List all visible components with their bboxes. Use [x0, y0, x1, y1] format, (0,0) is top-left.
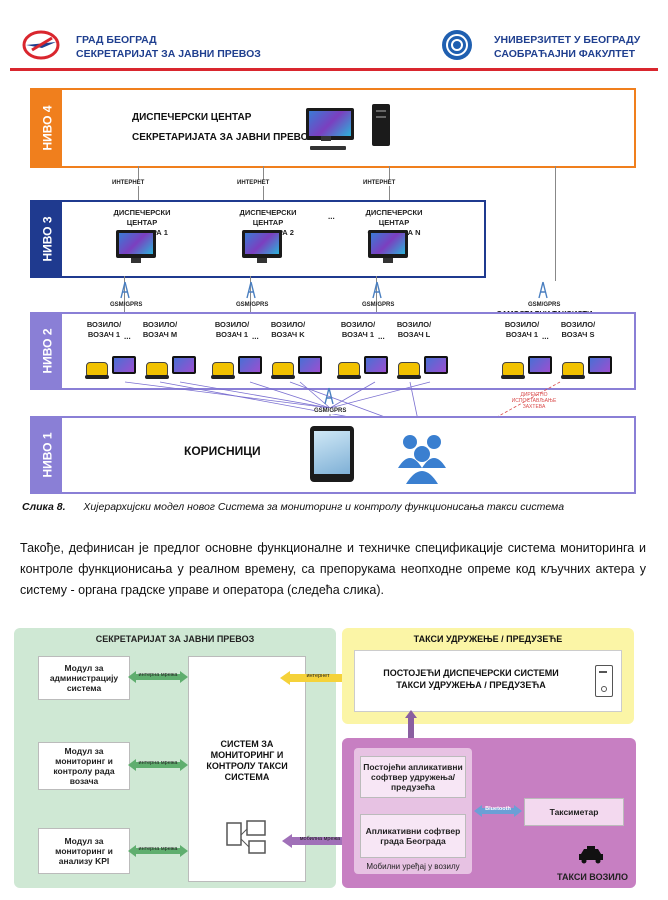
taxi-car-icon: [397, 362, 421, 379]
secretariat-block: СЕКРЕТАРИЈАТ ЗА ЈАВНИ ПРЕВОЗ Модул за ад…: [14, 628, 336, 888]
drivers-ellipsis: ...: [252, 332, 259, 341]
local-net-label-2: интерна мрежа: [138, 760, 178, 766]
existing-dispatch-systems: ПОСТОЈЕЋИ ДИСПЕЧЕРСКИ СИСТЕМИ ТАКСИ УДРУ…: [383, 668, 559, 690]
level-1-tab: НИВО 1: [40, 432, 54, 478]
vehicle-driver-label: ВОЗИЛО/ ВОЗАЧ 1: [214, 320, 250, 339]
city-logo: [22, 30, 60, 60]
operator-n-monitor-icon: [368, 230, 408, 263]
module-kpi: Модул за мониторинг и анализу KPI: [38, 828, 130, 874]
gsm-tower-icon: [324, 387, 334, 405]
level-4: НИВО 4 ДИСПЕЧЕРСКИ ЦЕНТАР СЕКРЕТАРИЈАТА …: [30, 88, 636, 168]
vehicle-driver-label: ВОЗИЛО/ ВОЗАЧ S: [560, 320, 596, 339]
gsm-tower-icon: [372, 281, 382, 299]
vehicle-driver-label: ВОЗИЛО/ ВОЗАЧ L: [396, 320, 432, 339]
vehicle-driver-label: ВОЗИЛО/ ВОЗАЧ 1: [504, 320, 540, 339]
internet-arrow-label: интернет: [306, 673, 330, 679]
module-driver-monitoring: Модул за мониторинг и контролу рада воза…: [38, 742, 130, 790]
vehicle-driver-label: ВОЗИЛО/ ВОЗАЧ 1: [86, 320, 122, 339]
gsm-tower-icon: [246, 281, 256, 299]
vehicle-driver-label: ВОЗИЛО/ ВОЗАЧ M: [142, 320, 178, 339]
caption-label: Слика 8.: [22, 501, 66, 513]
drivers-ellipsis: ...: [378, 332, 385, 341]
header-faculty: САОБРАЋАЈНИ ФАКУЛТЕТ: [494, 48, 636, 60]
taxi-car-icon: [578, 846, 604, 864]
level-4-title1: ДИСПЕЧЕРСКИ ЦЕНТАР: [132, 112, 252, 123]
network-pc-icon: [225, 817, 269, 861]
internet-label-3: ИНТЕРНЕТ: [363, 180, 396, 186]
gsm-label-4: GSM/GPRS: [528, 302, 561, 308]
tablet-icon: [112, 356, 136, 374]
secretariat-monitor-icon: [306, 108, 354, 141]
central-system: СИСТЕМ ЗА МОНИТОРИНГ И КОНТРОЛУ ТАКСИ СИ…: [206, 739, 288, 782]
internet-label-1: ИНТЕРНЕТ: [112, 180, 145, 186]
vehicle-driver-label: ВОЗИЛО/ ВОЗАЧ 1: [340, 320, 376, 339]
direct-request-label: ДИРЕКТНО ИСПОСТАВЉАЊЕ ЗАХТЕВА: [511, 392, 557, 410]
level-4-title2: СЕКРЕТАРИЈАТА ЗА ЈАВНИ ПРЕВОЗ: [132, 132, 315, 143]
tablet-icon: [172, 356, 196, 374]
taxi-car-icon: [501, 362, 525, 379]
level-3-tab: НИВО 3: [40, 216, 54, 262]
tablet-icon: [588, 356, 612, 374]
operator-1-title1: ДИСПЕЧЕРСКИ ЦЕНТАР: [113, 208, 171, 227]
gsm-tower-icon: [538, 281, 548, 299]
secretariat-title: СЕКРЕТАРИЈАТ ЗА ЈАВНИ ПРЕВОЗ: [95, 634, 255, 644]
header-secretariat: СЕКРЕТАРИЈАТ ЗА ЈАВНИ ПРЕВОЗ: [76, 48, 261, 60]
keyboard-icon: [310, 146, 346, 150]
internet-label-2: ИНТЕРНЕТ: [237, 180, 270, 186]
gsm-label-3: GSM/GPRS: [362, 302, 395, 308]
level-2-tab: НИВО 2: [40, 328, 54, 374]
taxi-car-icon: [271, 362, 295, 379]
local-net-label-3: интерна мрежа: [138, 846, 178, 852]
module-admin: Модул за администрацију система: [38, 656, 130, 700]
header-university: УНИВЕРЗИТЕТ У БЕОГРАДУ: [494, 34, 641, 46]
taxi-association-block: ТАКСИ УДРУЖЕЊЕ / ПРЕДУЗЕЋЕ ПОСТОЈЕЋИ ДИС…: [342, 628, 634, 724]
header-divider: [10, 68, 658, 71]
gsm-label-1: GSM/GPRS: [110, 302, 143, 308]
tablet-icon: [528, 356, 552, 374]
gsm-label-2: GSM/GPRS: [236, 302, 269, 308]
header-city: ГРАД БЕОГРАД: [76, 34, 157, 46]
bluetooth-label: Bluetooth: [485, 806, 511, 812]
drivers-ellipsis: ...: [542, 332, 549, 341]
server-icon: [595, 665, 613, 697]
level-3: НИВО 3 ДИСПЕЧЕРСКИ ЦЕНТАР ОПЕРАТОРА 1 ДИ…: [30, 200, 486, 278]
operators-ellipsis: ...: [328, 212, 335, 221]
city-app-software: Апликативни софтвер града Београда: [360, 814, 466, 858]
existing-app-software: Постојећи апликативни софтвер удружења/п…: [360, 756, 466, 798]
vehicle-driver-label: ВОЗИЛО/ ВОЗАЧ K: [270, 320, 306, 339]
operator-2-title1: ДИСПЕЧЕРСКИ ЦЕНТАР: [239, 208, 297, 227]
taximeter-box: Таксиметар: [524, 798, 624, 826]
taxi-car-icon: [337, 362, 361, 379]
taxi-vehicle-title: ТАКСИ ВОЗИЛО: [557, 872, 628, 882]
taxi-car-icon: [85, 362, 109, 379]
body-paragraph: Такође, дефинисан је предлог основне фун…: [20, 541, 646, 597]
drivers-ellipsis: ...: [124, 332, 131, 341]
users-tablet-icon: [310, 426, 354, 482]
tablet-icon: [424, 356, 448, 374]
tablet-icon: [238, 356, 262, 374]
operator-n-title1: ДИСПЕЧЕРСКИ ЦЕНТАР: [365, 208, 423, 227]
faculty-logo: [440, 28, 474, 62]
taxi-vehicle-block: Постојећи апликативни софтвер удружења/п…: [342, 738, 636, 888]
people-icon: [392, 428, 456, 484]
taxi-association-title: ТАКСИ УДРУЖЕЊЕ / ПРЕДУЗЕЋЕ: [413, 634, 563, 644]
caption-text: Хијерархијски модел новог Система за мон…: [83, 501, 565, 513]
tablet-icon: [364, 356, 388, 374]
tablet-icon: [298, 356, 322, 374]
level-4-tab: НИВО 4: [40, 105, 54, 151]
taxi-car-icon: [211, 362, 235, 379]
taxi-car-icon: [561, 362, 585, 379]
operator-2-monitor-icon: [242, 230, 282, 263]
gsm-label-5: GSM/GPRS: [314, 408, 347, 414]
local-net-label-1: интерна мрежа: [138, 672, 178, 678]
level-1: НИВО 1 КОРИСНИЦИ: [30, 416, 636, 494]
gsm-tower-icon: [120, 281, 130, 299]
taxi-car-icon: [145, 362, 169, 379]
users-label: КОРИСНИЦИ: [184, 444, 261, 458]
mobile-device-label: Мобилни уређај у возилу: [366, 862, 460, 871]
server-icon: [372, 104, 390, 146]
mobile-net-label: мобилна мрежа: [299, 836, 341, 842]
level-2: НИВО 2 ВОЗИЛО/ ВОЗАЧ 1 ... ВОЗИЛО/ ВОЗАЧ…: [30, 312, 636, 390]
operator-1-monitor-icon: [116, 230, 156, 263]
